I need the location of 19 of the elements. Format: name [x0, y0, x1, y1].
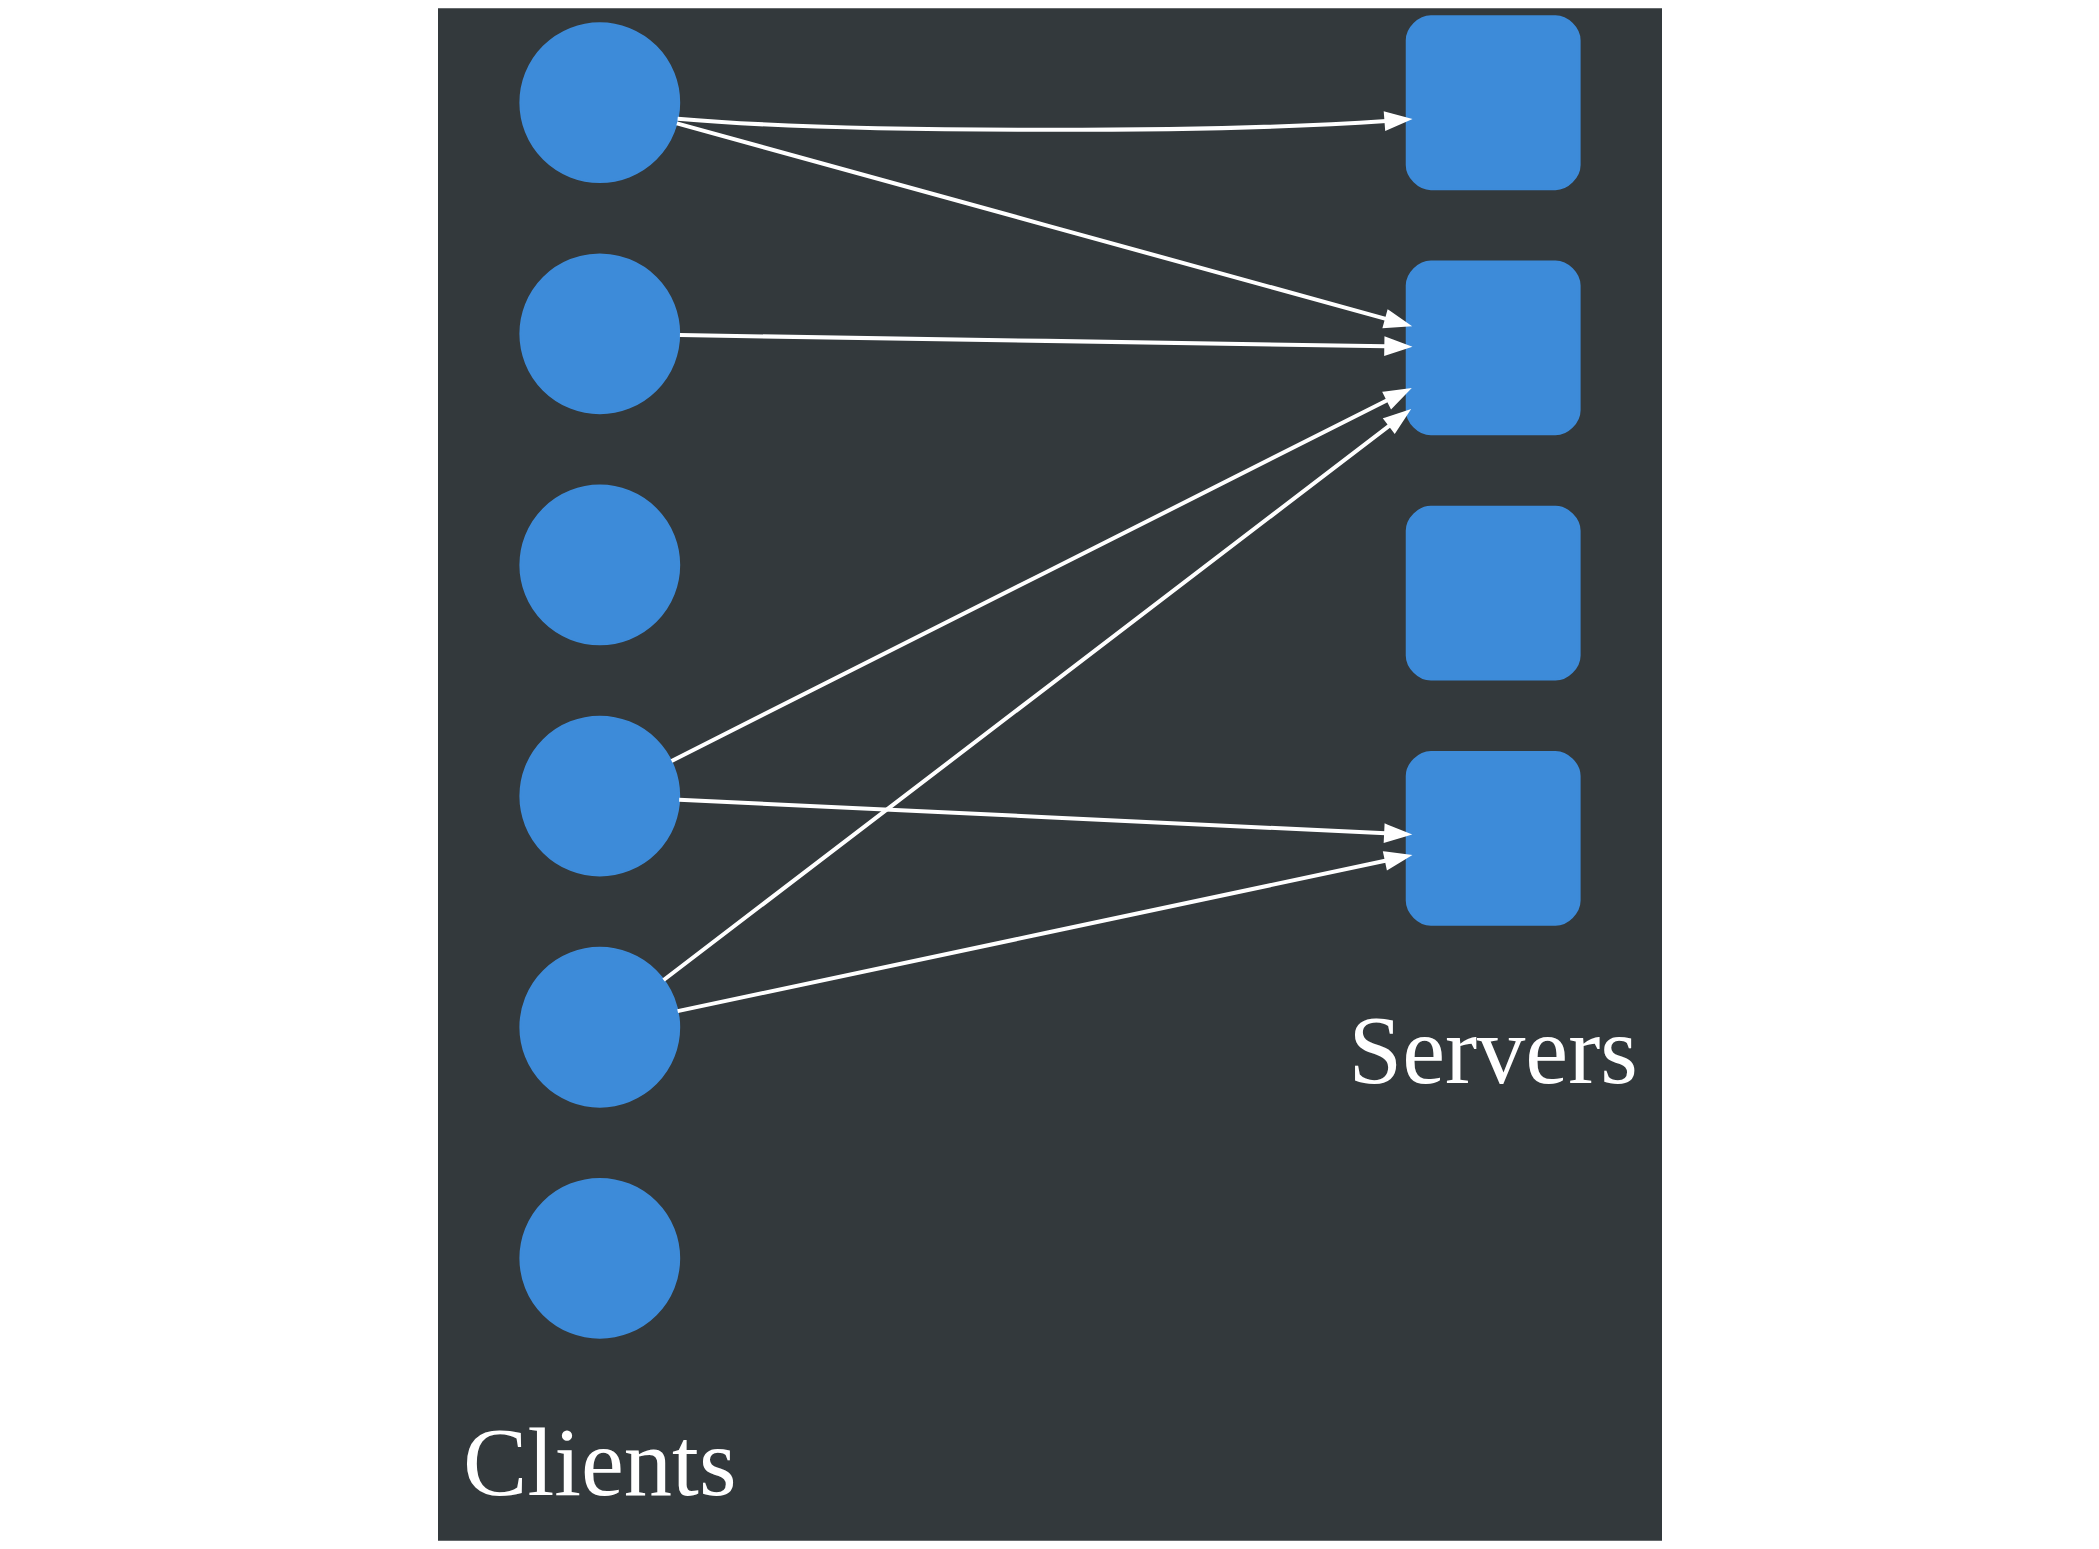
label: Servers	[1348, 997, 1638, 1105]
arrow	[670, 387, 1412, 763]
node-box	[1405, 15, 1581, 191]
node-circle	[518, 715, 680, 877]
arrow	[677, 111, 1413, 132]
node-box	[1405, 750, 1581, 926]
node-circle	[518, 1177, 680, 1339]
label: Clients	[462, 1409, 736, 1517]
arrow	[675, 121, 1412, 329]
arrow	[679, 333, 1412, 357]
node-circle	[518, 253, 680, 415]
arrow	[676, 851, 1412, 1014]
node-circle	[518, 946, 680, 1108]
node-box	[1405, 505, 1581, 681]
node-circle	[518, 22, 680, 184]
arrow	[661, 409, 1411, 982]
node-box	[1405, 260, 1581, 436]
node-circle	[518, 484, 680, 646]
arrow	[678, 797, 1412, 844]
